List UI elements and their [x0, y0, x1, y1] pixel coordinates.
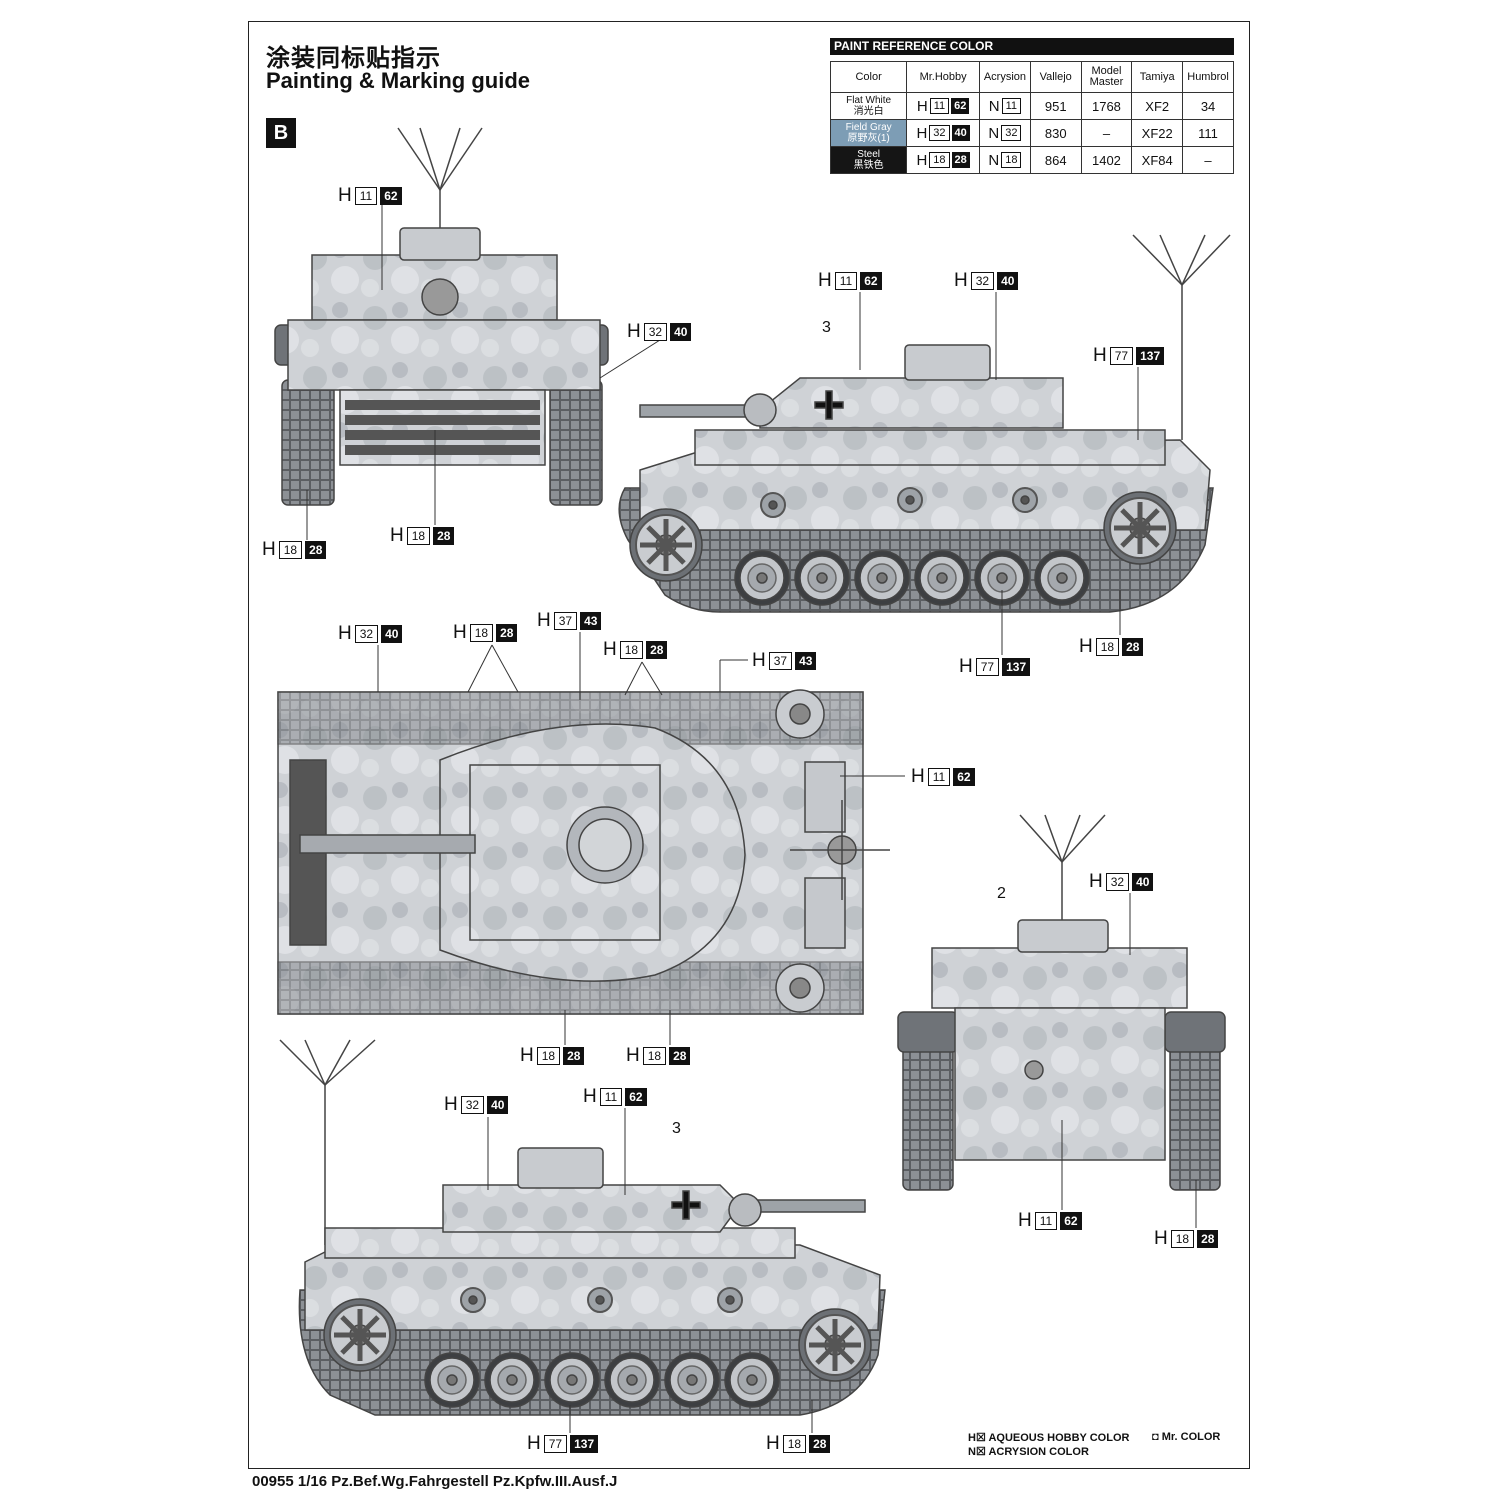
color-name-cn: 黑铁色 — [853, 160, 884, 171]
humbrol-cell: – — [1182, 146, 1234, 174]
legend-hobby: H☒ AQUEOUS HOBBY COLOR — [968, 1432, 1130, 1444]
vallejo-cell: 864 — [1029, 146, 1082, 174]
paint-table-title: PAINT REFERENCE COLOR — [830, 38, 1234, 55]
model-master-cell: 1768 — [1080, 92, 1133, 120]
vallejo-cell: 951 — [1029, 92, 1082, 120]
title-en: Painting & Marking guide — [266, 68, 531, 93]
footer-kit-title: 00955 1/16 Pz.Bef.Wg.Fahrgestell Pz.Kpfw… — [252, 1473, 618, 1490]
tamiya-cell: XF2 — [1131, 92, 1184, 120]
turret-number-side2: 3 — [672, 1120, 681, 1137]
hdr-mrhobby: Mr.Hobby — [906, 61, 980, 93]
turret-number-side1: 3 — [822, 319, 831, 336]
model-master-cell: – — [1080, 119, 1133, 147]
side-view-right — [618, 234, 1231, 613]
rear-view — [897, 814, 1226, 1191]
humbrol-cell: 34 — [1182, 92, 1234, 120]
front-view — [274, 127, 609, 506]
paint-reference-table: PAINT REFERENCE COLOR Color Mr.Hobby Acr… — [829, 38, 1234, 174]
hdr-model-master: Model Master — [1080, 61, 1133, 93]
color-name-en: Field Gray — [845, 122, 892, 133]
paint-table-grid: Color Mr.Hobby Acrysion Vallejo Model Ma… — [829, 61, 1234, 174]
paint-table-header-row: Color Mr.Hobby Acrysion Vallejo Model Ma… — [829, 61, 1234, 93]
side-view-left — [279, 1039, 886, 1416]
tamiya-cell: XF84 — [1131, 146, 1184, 174]
title-cn: 涂装同标贴指示 — [266, 44, 441, 72]
color-name-en: Steel — [857, 149, 881, 160]
model-master-cell: 1402 — [1080, 146, 1133, 174]
leader-lines — [306, 205, 1197, 1433]
section-badge: B — [266, 118, 296, 148]
top-view — [277, 689, 890, 1015]
color-name-cn: 消光白 — [853, 106, 884, 117]
hdr-tamiya: Tamiya — [1131, 61, 1184, 93]
color-name-en: Flat White — [846, 95, 892, 106]
page-frame — [248, 21, 1250, 1469]
legend-mr: ◘ Mr. COLOR — [1152, 1431, 1221, 1443]
hdr-acrysion: Acrysion — [978, 61, 1031, 93]
turret-number-rear: 2 — [997, 885, 1006, 902]
color-name-cn: 原野灰(1) — [847, 133, 890, 144]
legend-acrysion: N☒ ACRYSION COLOR — [968, 1446, 1089, 1458]
hdr-humbrol: Humbrol — [1182, 61, 1234, 93]
